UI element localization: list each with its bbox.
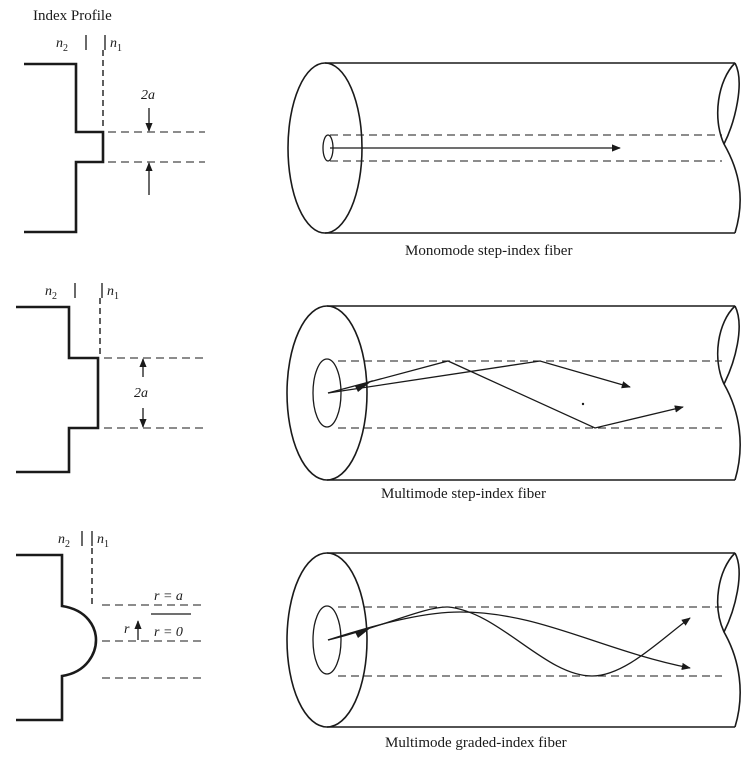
monomode-fiber-drawing [287,62,741,234]
graded-index-fiber-drawing [286,552,741,728]
core-end-face [312,358,342,428]
core-end-face [312,605,342,675]
core-diameter-label: 2a [141,88,155,103]
index-profile-heading: Index Profile [33,8,112,24]
light-ray [327,611,691,670]
fiber-end-face [286,305,368,481]
step-index-profile-curve [16,305,100,474]
light-ray [327,606,691,677]
step-index-profile-curve [24,62,105,234]
monomode-index-profile: n2 n1 2a [24,35,205,234]
graded-index-profile-curve [16,553,98,722]
n2-label: n2 [58,532,70,550]
multimode-step-index-fiber-drawing [286,305,741,481]
n1-label: n1 [110,36,122,54]
r-equals-0-label: r = 0 [154,625,183,640]
n1-label: n1 [97,532,109,550]
n2-label: n2 [45,284,57,302]
light-ray [327,360,631,394]
r-equals-a-label: r = a [154,589,183,604]
n2-label: n2 [56,36,68,54]
graded-index-caption: Multimode graded-index fiber [385,735,567,751]
n1-label: n1 [107,284,119,302]
r-label: r [124,622,130,637]
multimode-step-caption: Multimode step-index fiber [381,486,546,502]
light-ray [327,360,684,429]
graded-index-profile: n2 n1 r = a r = 0 r [16,531,205,722]
fiber-end-face [286,552,368,728]
core-diameter-label: 2a [134,386,148,401]
monomode-caption: Monomode step-index fiber [405,243,572,259]
multimode-step-index-profile: n2 n1 2a [16,283,205,474]
